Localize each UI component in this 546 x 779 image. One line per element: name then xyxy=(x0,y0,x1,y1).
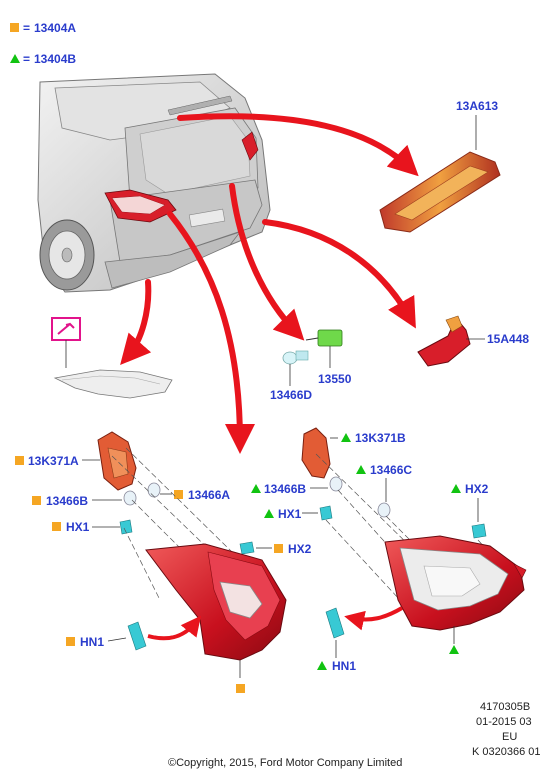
footer-line2: 01-2015 03 xyxy=(476,716,532,728)
marker-HN1-inner xyxy=(317,661,327,670)
legend-triangle-code: 13404B xyxy=(34,52,76,66)
label-13466A: 13466A xyxy=(188,488,230,502)
marker-inner-lamp xyxy=(449,645,459,654)
connector-13550: 13550 xyxy=(305,329,352,386)
marker-13466B-inner xyxy=(251,484,261,493)
footer-line3: EU xyxy=(502,731,517,743)
marker-13K371A xyxy=(15,456,24,465)
marker-HX1-inner xyxy=(264,509,274,518)
arrow-to-13550 xyxy=(229,183,305,341)
inner-lamp-assembly: 13K371B 13466B 13466C HX1 HX2 xyxy=(251,427,527,673)
label-15A448: 15A448 xyxy=(487,332,529,346)
label-HN1-outer: HN1 xyxy=(80,635,104,649)
arrow-to-bumper-bracket xyxy=(120,279,152,366)
marker-HX1-outer xyxy=(52,522,61,531)
footer-copyright: ©Copyright, 2015, Ford Motor Company Lim… xyxy=(168,757,402,769)
arrow-HN1-outer xyxy=(147,615,201,641)
label-13K371B: 13K371B xyxy=(355,431,406,445)
marker-HX2-inner xyxy=(451,484,461,493)
label-HX1-outer: HX1 xyxy=(66,520,90,534)
marker-13466B-outer xyxy=(32,496,41,505)
outer-lamp-assembly: 13K371A 13466B 13466A HX1 HX2 xyxy=(15,431,312,693)
marker-13466C xyxy=(356,465,366,474)
marker-HX2-outer xyxy=(274,544,283,553)
footer-line1: 4170305B xyxy=(480,701,530,713)
label-13466D: 13466D xyxy=(270,388,312,402)
reflector-part: 15A448 xyxy=(417,315,529,367)
marker-outer-lamp xyxy=(236,684,245,693)
legend-triangle-marker xyxy=(10,54,20,63)
marker-13K371B xyxy=(341,433,351,442)
marker-13466A xyxy=(174,490,183,499)
label-13466B-inner: 13466B xyxy=(264,482,306,496)
label-HX1-inner: HX1 xyxy=(278,507,302,521)
label-HX2-outer: HX2 xyxy=(288,542,312,556)
legend-square-code: 13404A xyxy=(34,21,76,35)
highlight-icon xyxy=(51,317,81,341)
footer-line4: K 0320366 01 xyxy=(472,746,541,758)
car-rear-illustration xyxy=(37,73,271,293)
footer: 4170305B 01-2015 03 EU K 0320366 01 ©Cop… xyxy=(168,701,541,769)
bulb-13466D: 13466D xyxy=(270,350,312,402)
label-13466B-outer: 13466B xyxy=(46,494,88,508)
legend: = 13404A = 13404B xyxy=(10,21,76,66)
high-mount-stop-lamp: 13A613 xyxy=(379,99,501,233)
label-13A613: 13A613 xyxy=(456,99,498,113)
label-HX2-inner: HX2 xyxy=(465,482,489,496)
arrow-to-15A448 xyxy=(262,219,416,329)
bumper-bracket xyxy=(51,317,173,399)
arrow-to-13A613 xyxy=(177,113,419,177)
legend-triangle-equals: = xyxy=(23,52,30,66)
legend-square-marker xyxy=(10,23,19,32)
legend-square-equals: = xyxy=(23,21,30,35)
label-13466C: 13466C xyxy=(370,463,412,477)
marker-HN1-outer xyxy=(66,637,75,646)
arrow-to-outer-lamp xyxy=(167,211,255,454)
label-HN1-inner: HN1 xyxy=(332,659,356,673)
label-13550: 13550 xyxy=(318,372,352,386)
pointer-arrows xyxy=(120,113,419,454)
label-13K371A: 13K371A xyxy=(28,454,79,468)
arrow-HN1-inner xyxy=(344,606,404,631)
